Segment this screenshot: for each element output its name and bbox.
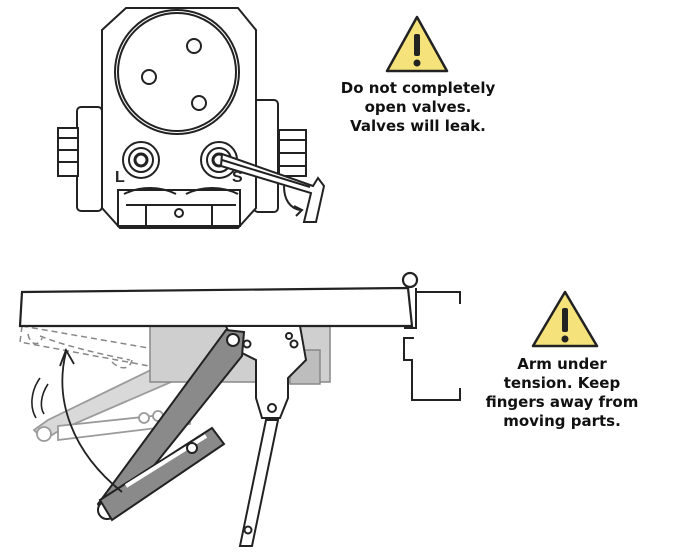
fore-arm	[98, 426, 226, 522]
warning-line: Arm under	[517, 355, 607, 373]
link-arm	[238, 419, 280, 547]
door-frame	[403, 288, 461, 401]
hex-key	[219, 152, 326, 223]
valve-port-left	[122, 141, 160, 179]
warning-text-bottom: Arm under tension. Keep fingers away fro…	[462, 355, 662, 431]
warning-text-top: Do not completely open valves. Valves wi…	[318, 79, 518, 136]
valve-label-right: S	[232, 169, 243, 186]
warning-line: fingers away from	[485, 393, 639, 411]
warning-line: Valves will leak.	[350, 117, 486, 135]
motion-lines	[31, 377, 49, 419]
warning-triangle-icon	[385, 15, 449, 73]
swing-arrow	[59, 347, 123, 493]
warning-triangle-icon	[531, 290, 599, 348]
warning-line: moving parts.	[503, 412, 621, 430]
warning-line: tension. Keep	[503, 374, 621, 392]
rotation-arrow	[283, 185, 304, 217]
valve-body	[57, 7, 307, 229]
arm-bracket	[224, 325, 308, 419]
warning-line: Do not completely	[340, 79, 496, 97]
valve-label-left: L	[115, 169, 125, 186]
door-slab	[18, 271, 419, 328]
warning-line: open valves.	[364, 98, 472, 116]
